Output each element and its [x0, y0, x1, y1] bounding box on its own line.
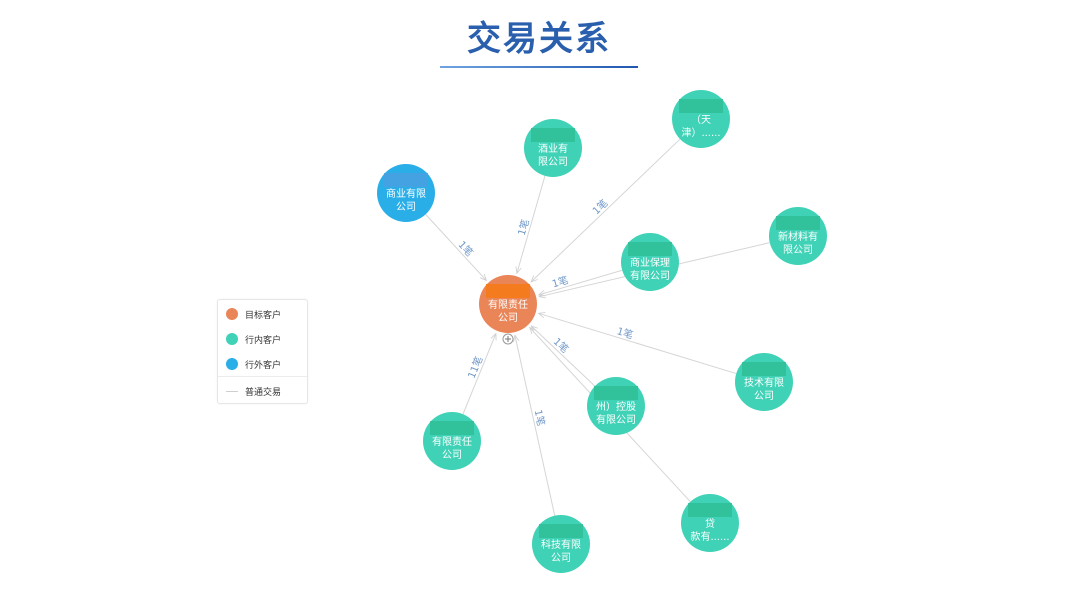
node-label-line: 有限公司	[630, 269, 670, 282]
node-label-line: 限公司	[783, 244, 813, 256]
page-title: 交易关系	[467, 19, 611, 59]
legend-item-edge[interactable]: 普通交易	[226, 383, 281, 399]
node-label-line: 公司	[396, 202, 416, 213]
node-label-line: 州）控股	[596, 400, 636, 413]
edge-n2[interactable]	[517, 175, 546, 273]
edge-label: 1笔	[550, 273, 569, 290]
redacted-name-block	[430, 421, 474, 435]
title-block: 交易关系	[440, 14, 638, 70]
node-label-line: 公司	[442, 450, 462, 461]
node-n8[interactable]: 贷款有......	[681, 494, 739, 552]
legend-out-bank-label: 行外客户	[245, 360, 282, 371]
redacted-name-block	[486, 284, 530, 298]
redacted-name-block	[776, 216, 820, 230]
legend-item-in-bank[interactable]: 行内客户	[226, 331, 281, 347]
legend-in-bank-label: 行内客户	[245, 335, 282, 346]
node-label-line: 公司	[551, 553, 571, 564]
edge-n4[interactable]	[539, 269, 623, 295]
node-label-line: 限公司	[538, 156, 568, 168]
legend-edge-line	[226, 390, 238, 392]
redacted-name-block	[628, 242, 672, 256]
node-label-line: 科技有限	[541, 538, 581, 551]
legend-divider	[218, 376, 307, 377]
node-label-line: 公司	[754, 391, 774, 402]
node-label-line: 商业有限	[386, 187, 426, 200]
node-label-line: 商业保理	[630, 256, 670, 269]
legend-out-bank-dot	[226, 358, 238, 370]
redacted-name-block	[742, 362, 786, 376]
legend-item-target[interactable]: 目标客户	[226, 306, 281, 322]
edge-label: 1笔	[590, 196, 611, 217]
edge-label: 1笔	[515, 218, 532, 237]
edge-label: 1笔	[532, 408, 548, 427]
legend-edge-label: 普通交易	[245, 387, 282, 398]
node-label-line: 酒业有	[538, 142, 568, 155]
redacted-name-block	[384, 173, 428, 187]
node-n3[interactable]: （天津）......	[672, 90, 730, 148]
edge-label: 1笔	[551, 335, 572, 356]
edge-n1[interactable]	[425, 214, 487, 280]
edge-n3[interactable]	[531, 138, 681, 282]
edge-n6[interactable]	[539, 313, 737, 375]
redacted-name-block	[679, 99, 723, 113]
node-label-line: 有限责任	[488, 298, 528, 311]
redacted-name-block	[531, 128, 575, 142]
edge-label: 1笔	[615, 324, 634, 341]
legend-target-dot	[226, 308, 238, 320]
legend-target-label: 目标客户	[245, 310, 282, 321]
redacted-name-block	[594, 386, 638, 400]
legend: 目标客户 行内客户 行外客户 普通交易	[217, 299, 308, 404]
node-label-line: 公司	[498, 313, 518, 324]
edge-n10[interactable]	[462, 334, 496, 415]
node-label-line: （天	[691, 114, 711, 126]
redacted-name-block	[539, 524, 583, 538]
expand-icon[interactable]	[502, 333, 514, 345]
node-label-line: 贷	[705, 517, 715, 530]
node-label-line: 新材料有	[778, 230, 818, 243]
node-label-line: 有限公司	[596, 413, 636, 426]
legend-in-bank-dot	[226, 333, 238, 345]
edge-n7[interactable]	[531, 326, 596, 387]
edge-n9[interactable]	[515, 335, 556, 516]
edge-label: 1笔	[456, 238, 477, 259]
legend-item-out-bank[interactable]: 行外客户	[226, 356, 281, 372]
redacted-name-block	[688, 503, 732, 517]
node-label-line: 津）......	[681, 127, 720, 139]
node-label-line: 有限责任	[432, 435, 472, 448]
node-label-line: 技术有限	[744, 376, 784, 389]
title-underline	[440, 66, 638, 68]
node-label-line: 款有......	[690, 530, 729, 543]
